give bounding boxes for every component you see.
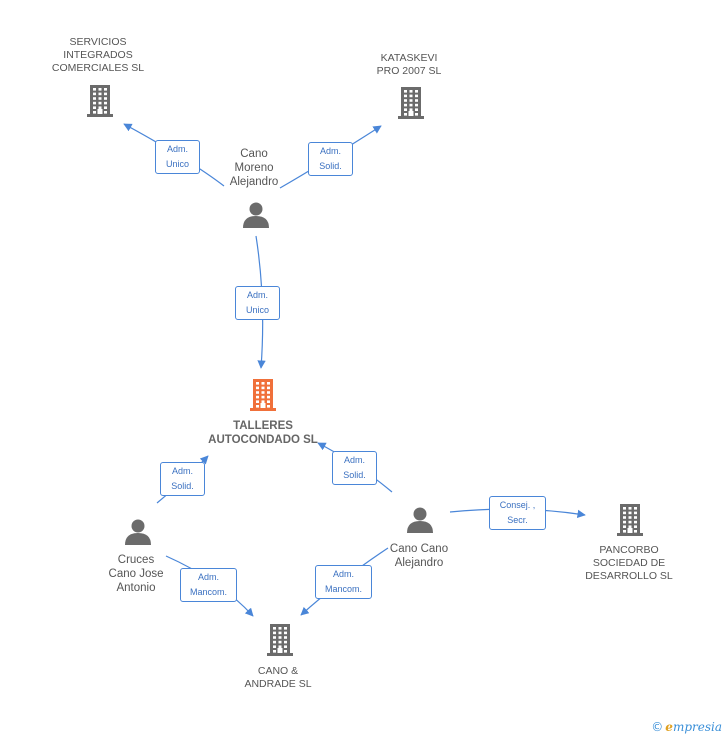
edge-label-line: Adm. (166, 144, 188, 154)
node-label-line: PANCORBO (599, 544, 659, 556)
node-label-talleres[interactable]: TALLERES AUTOCONDADO SL (208, 419, 318, 447)
edge-label-cano_cano-to-cano_andrade[interactable]: Adm. Mancom. (315, 565, 372, 599)
edge-label-cano_moreno-to-talleres[interactable]: Adm. Unico (235, 286, 280, 320)
person-icon[interactable] (407, 507, 433, 534)
edge-label-line: Adm. (197, 572, 219, 582)
node-label-line: Cruces (117, 554, 155, 566)
node-label-line: PRO 2007 SL (376, 65, 442, 77)
person-icon[interactable] (125, 519, 151, 546)
building-icon[interactable] (87, 85, 113, 117)
edge-label-line: Adm. (319, 146, 341, 156)
brand-initial: e (665, 720, 673, 734)
node-label-line: INTEGRADOS (63, 49, 133, 61)
node-label-line: Alejandro (229, 176, 279, 188)
person-icon[interactable] (243, 202, 269, 229)
edge-label-line: Unico (165, 159, 189, 169)
edge-label-line: Solid. (171, 481, 194, 491)
nodes-layer (87, 85, 643, 656)
edge-label-line: Adm. (343, 455, 365, 465)
edge-label-line: Adm. (171, 466, 193, 476)
edge-label-cruces-to-talleres[interactable]: Adm. Solid. (160, 462, 205, 496)
node-label-line: Cano Jose (108, 568, 164, 580)
edge-label-cruces-to-cano_andrade[interactable]: Adm. Mancom. (180, 568, 237, 602)
edges-layer (123, 123, 586, 617)
edge-label-line: Adm. (246, 290, 268, 300)
edge-label-cano_cano-to-talleres[interactable]: Adm. Solid. (332, 451, 377, 485)
node-label-line: TALLERES (233, 420, 293, 432)
brand-name: mpresia (672, 720, 722, 734)
edge-label-line: Mancom. (189, 587, 227, 597)
building-icon[interactable] (617, 504, 643, 536)
node-label-line: Alejandro (394, 557, 444, 569)
node-label-line: DESARROLLO SL (585, 570, 673, 582)
node-label-line: COMERCIALES SL (51, 62, 145, 74)
edge-label-line: Consej. , (499, 500, 536, 510)
node-label-cano-andrade[interactable]: CANO &ANDRADE SL (244, 665, 311, 691)
edge-label-cano_moreno-to-servicios[interactable]: Adm. Unico (155, 140, 200, 174)
edge-label-line: Adm. (332, 569, 354, 579)
node-label-line: Cano Cano (389, 543, 449, 555)
node-label-line: ANDRADE SL (244, 678, 312, 690)
building-icon[interactable] (398, 87, 424, 119)
focus-building-icon[interactable] (250, 379, 276, 411)
edge-label-line: Solid. (319, 161, 342, 171)
node-label-line: Moreno (234, 162, 274, 174)
edge-label-line: Solid. (343, 470, 366, 480)
empresia-footer[interactable]: ©empresia (651, 720, 722, 734)
node-label-line: SOCIEDAD DE (592, 557, 666, 569)
edge-label-line: Mancom. (324, 584, 362, 594)
node-label-line: Antonio (116, 582, 156, 594)
node-label-line: SERVICIOS (69, 36, 127, 48)
node-label-line: KATASKEVI (380, 52, 438, 64)
building-icon[interactable] (267, 624, 293, 656)
edge-label-line: Secr. (507, 515, 528, 525)
edge-label-cano_moreno-to-kataskevi[interactable]: Adm. Solid. (308, 142, 353, 176)
edge-label-line: Unico (245, 305, 269, 315)
node-label-line: CANO & (257, 665, 299, 677)
node-label-line: AUTOCONDADO SL (208, 434, 318, 446)
node-label-line: Cano (240, 148, 268, 160)
edge-label-cano_cano-to-pancorbo[interactable]: Consej. , Secr. (489, 496, 546, 530)
copyright-icon: © (651, 720, 664, 734)
